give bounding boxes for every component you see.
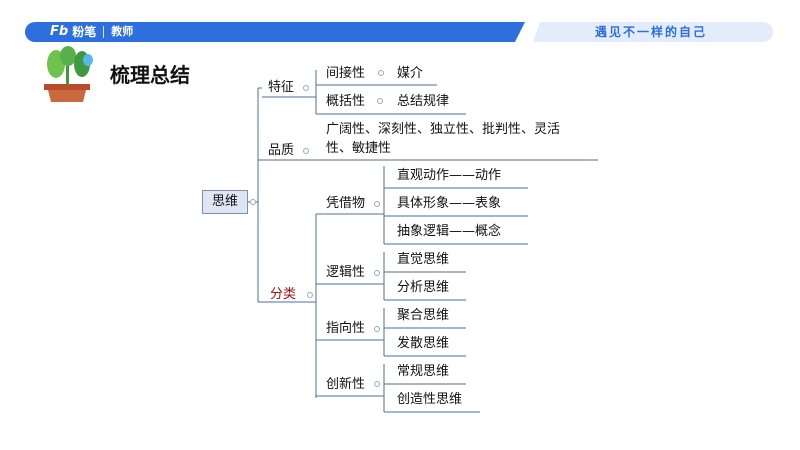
brand-role: 教师	[111, 25, 134, 38]
leaf-logic-1: 直觉思维	[397, 252, 450, 267]
quality-line-1: 广阔性、深刻性、独立性、批判性、灵活	[326, 122, 561, 137]
slogan-text: 遇见不一样的自己	[595, 25, 708, 39]
mindmap-root: 思维	[202, 190, 248, 214]
leaf-innovation-1: 常规思维	[397, 364, 450, 379]
leaf-innovation-2: 创造性思维	[397, 392, 463, 407]
group-medium: 凭借物	[326, 196, 366, 211]
feature-generalization-leaf: 总结规律	[397, 94, 450, 109]
branch-classification: 分类	[270, 287, 297, 302]
plant-icon	[44, 46, 93, 102]
brand-mark: Fb	[50, 24, 69, 39]
feature-indirect-leaf: 媒介	[397, 66, 424, 81]
leaf-medium-3: 抽象逻辑——概念	[397, 224, 502, 239]
group-innovation: 创新性	[326, 377, 366, 392]
header-bar	[25, 22, 525, 42]
page-title: 梳理总结	[110, 63, 190, 87]
group-logic: 逻辑性	[326, 265, 366, 280]
brand-logo: Fb 粉笔 教师	[50, 23, 133, 41]
group-direction: 指向性	[326, 321, 366, 336]
quality-line-2: 性、敏捷性	[326, 141, 392, 156]
brand-name: 粉笔	[72, 25, 97, 39]
leaf-medium-2: 具体形象——表象	[397, 196, 502, 211]
feature-indirect: 间接性	[326, 66, 366, 81]
feature-generalization: 概括性	[326, 94, 366, 109]
branch-quality: 品质	[268, 143, 295, 158]
brand-divider	[103, 26, 105, 38]
slogan-bar	[533, 22, 773, 42]
leaf-direction-2: 发散思维	[397, 336, 450, 351]
branch-features: 特征	[268, 80, 295, 95]
leaf-direction-1: 聚合思维	[397, 308, 450, 323]
leaf-medium-1: 直观动作——动作	[397, 168, 502, 183]
leaf-logic-2: 分析思维	[397, 280, 450, 295]
